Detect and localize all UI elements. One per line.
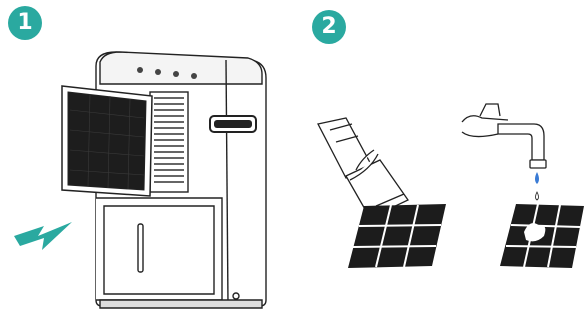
vacuum-brush-icon — [317, 117, 409, 219]
filter-grid-icon — [348, 204, 446, 268]
water-tap-icon — [461, 103, 547, 169]
filter-panel-icon — [61, 85, 153, 197]
water-drop-icon — [535, 172, 539, 201]
filter-grid-icon — [500, 203, 584, 268]
step-1-badge: 1 — [8, 6, 42, 40]
remove-arrow-icon — [14, 222, 72, 250]
step-2-badge: 2 — [312, 10, 346, 44]
